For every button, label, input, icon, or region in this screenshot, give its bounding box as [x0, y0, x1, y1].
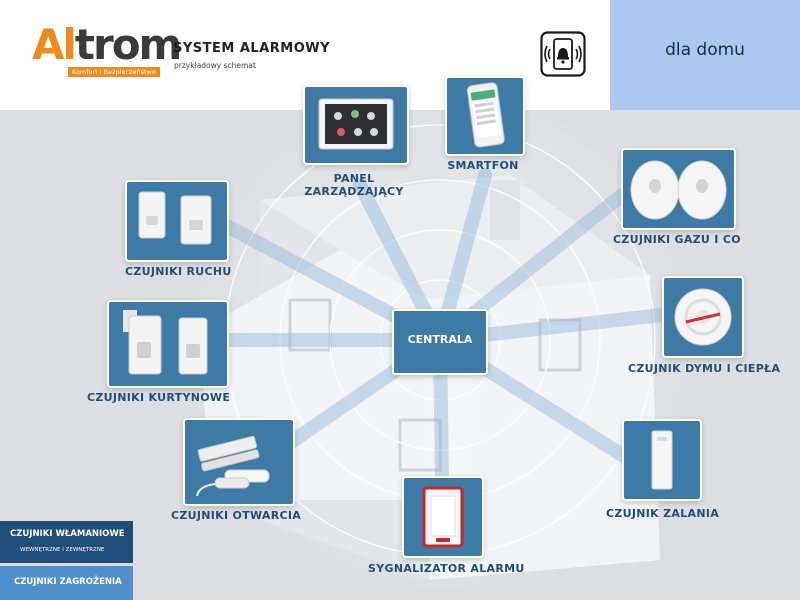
page-subtitle: przykładowy schemat [174, 61, 256, 70]
sygnalizator-device-label: SYGNALIZATOR ALARMU [368, 562, 525, 575]
centrala-label: CENTRALA [407, 333, 473, 346]
sygnalizator-device-card [402, 476, 484, 558]
smartfon-device-label: SMARTFON [447, 159, 519, 172]
siren-icon [422, 486, 464, 548]
zalania-device-label: CZUJNIK ZALANIA [606, 507, 720, 520]
gaz-device-card [621, 148, 736, 230]
gaz-device-label: CZUJNIKI GAZU I CO [613, 233, 741, 246]
smartphone-icon [466, 82, 505, 148]
zalania-device-card [622, 419, 702, 501]
page-title: SYSTEM ALARMOWY [173, 41, 331, 56]
legend-intrusion-subtitle: WEWNĘTRZNE I ZEWNĘTRZNE [20, 547, 105, 553]
logo-letters-dark: trom [74, 20, 182, 69]
logo-tagline: Komfort i Bezpieczeństwo [68, 67, 160, 77]
segment-label: dla domu [665, 40, 745, 60]
legend-hazard-title: CZUJNIKI ZAGROŻENIA [14, 577, 122, 587]
panel-label-line1: PANEL [333, 172, 375, 185]
ruch-device-label: CZUJNIKI RUCHU [125, 265, 232, 278]
dym-device-card [662, 276, 744, 358]
alarm-bell-icon [540, 31, 586, 77]
otwarcia-device-label: CZUJNIKI OTWARCIA [171, 509, 302, 522]
curtain-sensor-icon [123, 310, 208, 375]
legend-hazard-sensors: CZUJNIKI ZAGROŻENIA [0, 566, 133, 600]
logo-word: Altrom [32, 20, 182, 69]
door-contact-sensor-icon [196, 435, 270, 497]
centrala-box: CENTRALA [392, 309, 488, 375]
control-panel-icon [318, 98, 394, 150]
ruch-device-card [125, 180, 229, 262]
legend-intrusion-sensors: CZUJNIKI WŁAMANIOWE WEWNĘTRZNE I ZEWNĘTR… [0, 521, 133, 563]
panel-device-label: PANEL ZARZĄDZAJĄCY [293, 172, 415, 198]
smoke-detector-icon [674, 288, 732, 346]
logo-letters-orange: Al [32, 20, 77, 69]
kurtynowe-device-card [107, 300, 229, 388]
gas-co-sensor-icon [630, 160, 727, 220]
panel-device-card [303, 85, 409, 165]
altrom-logo: Altrom Komfort i Bezpieczeństwo [32, 21, 182, 85]
panel-label-line2: ZARZĄDZAJĄCY [304, 185, 404, 198]
dym-device-label: CZUJNIK DYMU I CIEPŁA [628, 362, 781, 375]
flood-sensor-icon [651, 430, 673, 490]
segment-banner: dla domu [610, 0, 800, 110]
motion-sensor-icon [138, 191, 212, 245]
smartfon-device-card [445, 76, 525, 156]
kurtynowe-device-label: CZUJNIKI KURTYNOWE [87, 391, 231, 404]
legend-intrusion-title: CZUJNIKI WŁAMANIOWE [10, 529, 125, 539]
otwarcia-device-card [183, 418, 295, 506]
